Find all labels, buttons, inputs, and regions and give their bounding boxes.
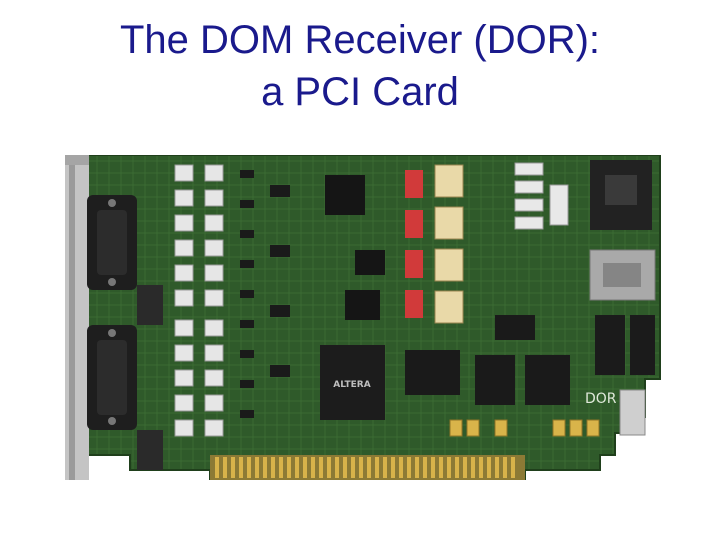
- transformer-array: [174, 164, 224, 437]
- pci-card-photo: ALTERA DOR: [55, 155, 666, 480]
- dsub-connector-top: [87, 195, 137, 290]
- bottom-right-connector: [619, 389, 646, 436]
- slide-title: The DOM Receiver (DOR): a PCI Card: [0, 14, 720, 118]
- smd-components: [240, 170, 290, 418]
- pin-headers-right: [595, 315, 655, 375]
- ic-upper-middle: [325, 175, 385, 320]
- metal-bracket: [65, 155, 89, 480]
- tantalum-capacitors: [449, 419, 600, 437]
- slide-title-line-1: The DOM Receiver (DOR):: [119, 18, 601, 62]
- center-ics: [405, 315, 570, 405]
- slide-title-line-2: a PCI Card: [261, 70, 459, 114]
- rj-jack: [590, 160, 652, 230]
- fpga-logo-text: ALTERA: [333, 380, 370, 390]
- right-white-modules: [514, 162, 569, 230]
- header-connectors-left: [137, 285, 163, 470]
- metal-jack: [589, 249, 656, 301]
- dor-silkscreen-label: DOR: [585, 391, 617, 407]
- pci-edge-connector: [210, 455, 525, 480]
- fpga-chip: ALTERA: [320, 345, 385, 420]
- power-modules: [434, 164, 464, 324]
- dsub-connector-bottom: [87, 325, 137, 430]
- red-connectors: [405, 170, 423, 318]
